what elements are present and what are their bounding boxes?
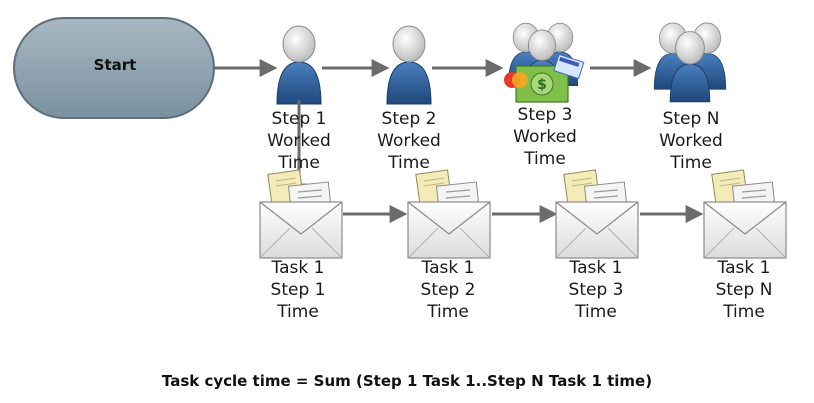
start-label: Start xyxy=(93,56,137,74)
task-label-n: Task 1 Step N Time xyxy=(694,257,794,323)
step-label-n: Step N Worked Time xyxy=(641,108,741,174)
task-label-2: Task 1 Step 2 Time xyxy=(398,257,498,323)
step-label-line: Time xyxy=(278,153,320,173)
step-label-line: Step 2 xyxy=(381,109,437,129)
step-label-1: Step 1 Worked Time xyxy=(249,108,349,174)
person-icon xyxy=(386,25,432,105)
task-label-line: Time xyxy=(575,302,617,322)
step-label-line: Time xyxy=(670,153,712,173)
step-label-line: Time xyxy=(524,149,566,169)
svg-text:$: $ xyxy=(537,77,547,93)
step-label-line: Worked xyxy=(659,131,723,151)
task-label-line: Step 1 xyxy=(270,280,326,300)
task-label-1: Task 1 Step 1 Time xyxy=(248,257,348,323)
task-label-line: Task 1 xyxy=(421,258,475,278)
task-label-line: Time xyxy=(277,302,319,322)
step-label-line: Step 1 xyxy=(271,109,327,129)
step-label-2: Step 2 Worked Time xyxy=(359,108,459,174)
task-label-3: Task 1 Step 3 Time xyxy=(546,257,646,323)
step-label-line: Step N xyxy=(662,109,720,129)
envelope-document-icon xyxy=(555,169,639,259)
envelope-document-icon xyxy=(703,169,787,259)
step-label-line: Time xyxy=(388,153,430,173)
envelope-document-icon xyxy=(259,169,343,259)
task-label-line: Step N xyxy=(715,280,773,300)
step-label-line: Worked xyxy=(377,131,441,151)
envelope-document-icon xyxy=(407,169,491,259)
step-label-line: Worked xyxy=(267,131,331,151)
step-label-3: Step 3 Worked Time xyxy=(495,104,595,170)
task-label-line: Step 3 xyxy=(568,280,624,300)
task-label-line: Step 2 xyxy=(420,280,476,300)
step-label-line: Step 3 xyxy=(517,105,573,125)
group-icon xyxy=(653,22,727,103)
task-label-line: Time xyxy=(427,302,469,322)
task-label-line: Task 1 xyxy=(569,258,623,278)
person-icon xyxy=(276,25,322,105)
formula-caption: Task cycle time = Sum (Step 1 Task 1..St… xyxy=(161,372,653,390)
task-label-line: Task 1 xyxy=(271,258,325,278)
task-label-line: Task 1 xyxy=(717,258,771,278)
step-label-line: Worked xyxy=(513,127,577,147)
group-payment-icon: $ xyxy=(504,22,585,103)
task-label-line: Time xyxy=(723,302,765,322)
